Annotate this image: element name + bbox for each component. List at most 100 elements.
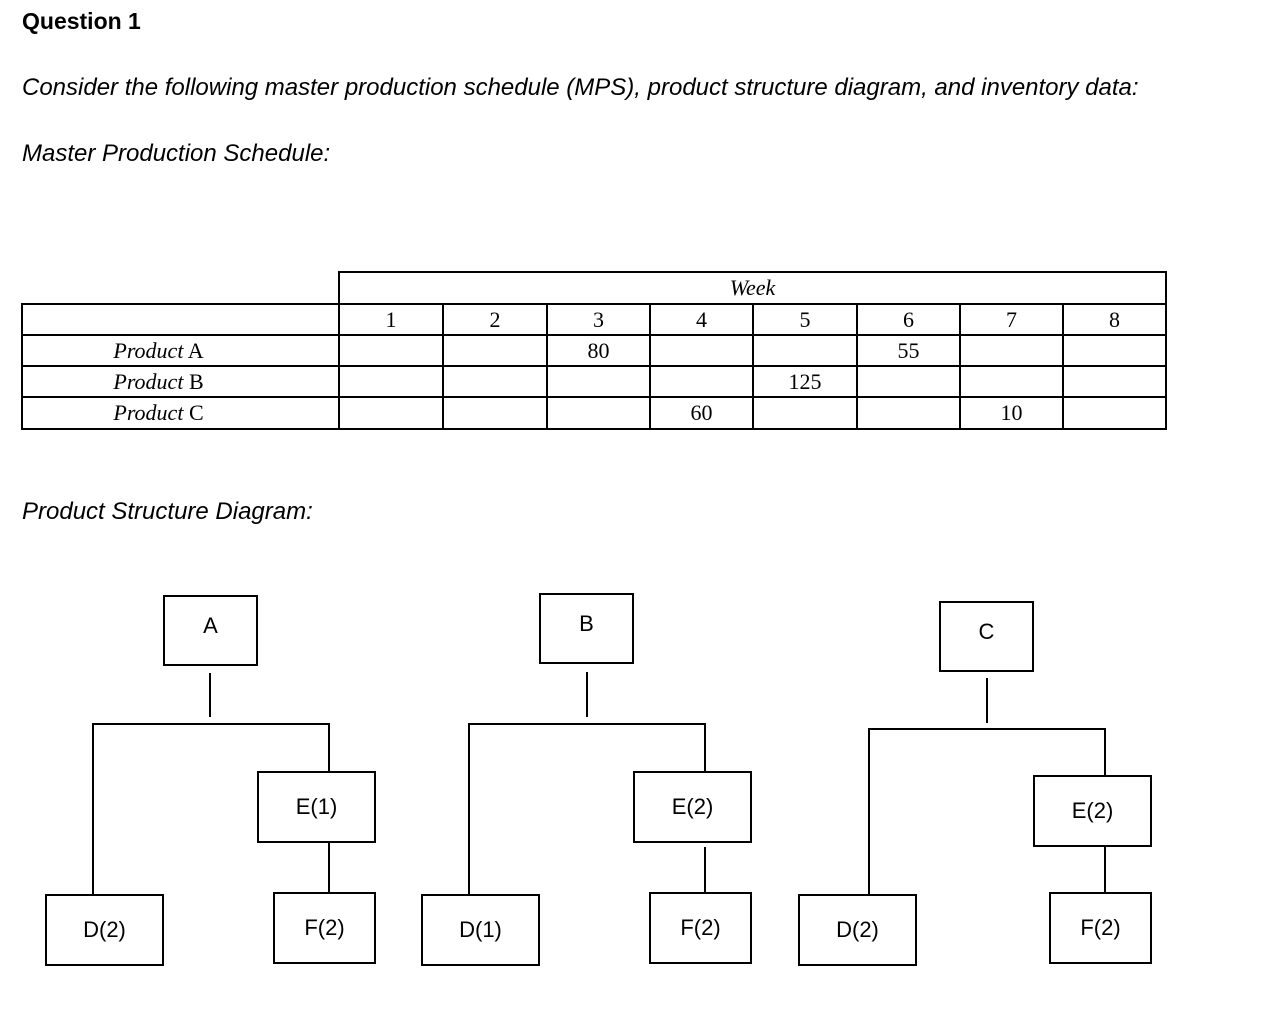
- mps-value: 80: [587, 337, 610, 363]
- connector: [468, 723, 706, 725]
- tree-a-grandchild-node: F(2): [273, 892, 376, 964]
- product-b-week-4: [649, 365, 754, 398]
- product-a-week-2: [442, 334, 548, 367]
- product-a-week-7: [959, 334, 1064, 367]
- product-b-week-6: [856, 365, 961, 398]
- week-6-cell: 6: [856, 303, 961, 336]
- product-c-week-6: [856, 396, 961, 430]
- row-label-letter: A: [187, 337, 204, 363]
- connector: [468, 723, 470, 895]
- product-b-week-5: 125: [752, 365, 858, 398]
- connector: [704, 723, 706, 772]
- week-1-cell: 1: [338, 303, 444, 336]
- row-label-word: Product: [113, 337, 184, 363]
- tree-c-grandchild-node: F(2): [1049, 892, 1152, 964]
- connector: [868, 728, 870, 895]
- week-header: Week: [729, 275, 776, 300]
- tree-b-left-child-node: D(1): [421, 894, 540, 966]
- node-label: E(1): [295, 794, 338, 819]
- connector: [209, 673, 211, 717]
- product-b-label-cell: Product B: [21, 365, 340, 398]
- week-number: 6: [903, 306, 914, 332]
- product-c-label-cell: Product C: [21, 396, 340, 430]
- week-number: 5: [799, 306, 811, 332]
- week-number: 7: [1006, 306, 1017, 332]
- tree-a-left-child-node: D(2): [45, 894, 164, 966]
- week-number: 2: [489, 306, 501, 332]
- node-label: F(2): [680, 915, 721, 940]
- connector: [586, 672, 588, 717]
- week-4-cell: 4: [649, 303, 754, 336]
- node-label: F(2): [1080, 915, 1121, 940]
- product-b-week-1: [338, 365, 444, 398]
- week-number: 3: [593, 306, 604, 332]
- node-label: A: [203, 613, 218, 638]
- week-number: 4: [696, 306, 707, 332]
- week-8-cell: 8: [1062, 303, 1167, 336]
- tree-c-root-node: C: [939, 601, 1034, 672]
- node-label: B: [579, 611, 594, 636]
- intro-text: Consider the following master production…: [22, 74, 1139, 101]
- row-label-word: Product: [113, 400, 184, 425]
- connector: [92, 723, 330, 725]
- mps-value: 125: [788, 368, 822, 394]
- product-c-week-5: [752, 396, 858, 430]
- tree-a-root-node: A: [163, 595, 258, 666]
- connector: [92, 723, 94, 895]
- week-5-cell: 5: [752, 303, 858, 336]
- node-label: D(1): [459, 917, 502, 942]
- product-c-week-1: [338, 396, 444, 430]
- connector: [328, 843, 330, 892]
- row-label-letter: B: [188, 368, 204, 394]
- week-number: 8: [1109, 306, 1120, 332]
- row-label: Product A: [113, 338, 203, 364]
- mps-value: 60: [690, 400, 713, 425]
- tree-b-root-node: B: [539, 593, 634, 664]
- product-c-week-4: 60: [649, 396, 754, 430]
- tree-c-right-child-node: E(2): [1033, 775, 1152, 847]
- product-a-week-5: [752, 334, 858, 367]
- week-3-cell: 3: [546, 303, 651, 336]
- product-a-week-6: 55: [856, 334, 961, 367]
- tree-c-left-child-node: D(2): [798, 894, 917, 966]
- product-b-week-2: [442, 365, 548, 398]
- node-label: C: [978, 619, 995, 644]
- product-c-week-7: 10: [959, 396, 1064, 430]
- psd-heading: Product Structure Diagram:: [22, 498, 313, 525]
- product-b-week-3: [546, 365, 651, 398]
- product-b-week-7: [959, 365, 1064, 398]
- product-c-week-8: [1062, 396, 1167, 430]
- node-label: F(2): [304, 915, 345, 940]
- product-a-week-8: [1062, 334, 1167, 367]
- week-header-cell: Week: [338, 271, 1167, 305]
- tree-b-grandchild-node: F(2): [649, 892, 752, 964]
- row-label-letter: C: [188, 400, 204, 425]
- mps-table: Week 1 2 3 4 5 6 7 8 Product A 80 55 Pro…: [0, 0, 1274, 440]
- product-a-week-3: 80: [546, 334, 651, 367]
- question-title: Question 1: [22, 8, 141, 34]
- node-label: D(2): [836, 917, 879, 942]
- connector: [328, 723, 330, 772]
- node-label: E(2): [671, 794, 714, 819]
- node-label: E(2): [1071, 798, 1114, 823]
- product-b-week-8: [1062, 365, 1167, 398]
- connector: [1104, 847, 1106, 893]
- connector: [704, 847, 706, 893]
- week-2-cell: 2: [442, 303, 548, 336]
- product-a-label-cell: Product A: [21, 334, 340, 367]
- mps-heading: Master Production Schedule:: [22, 140, 331, 167]
- row-label-word: Product: [113, 368, 184, 394]
- node-label: D(2): [83, 917, 126, 942]
- product-c-week-3: [546, 396, 651, 430]
- product-a-week-4: [649, 334, 754, 367]
- week-7-cell: 7: [959, 303, 1064, 336]
- tree-b-right-child-node: E(2): [633, 771, 752, 843]
- product-a-week-1: [338, 334, 444, 367]
- row-label: Product C: [113, 400, 203, 426]
- mps-value: 55: [897, 337, 920, 363]
- connector: [868, 728, 1106, 730]
- week-row-label-cell: [21, 303, 340, 336]
- mps-value: 10: [1000, 400, 1023, 425]
- tree-a-right-child-node: E(1): [257, 771, 376, 843]
- connector: [986, 678, 988, 723]
